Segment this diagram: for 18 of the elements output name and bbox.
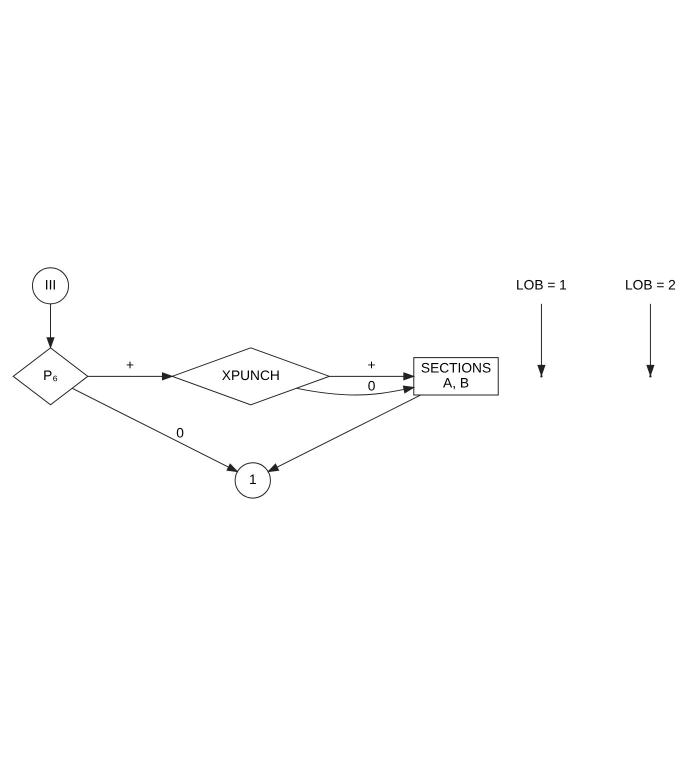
arrow: [266, 394, 422, 472]
edge-label: +: [126, 357, 134, 372]
arrow: [296, 385, 416, 395]
node-text: LOB = 1: [516, 276, 567, 292]
node-text: LOB = 2: [625, 276, 676, 292]
arrow: [329, 372, 416, 380]
node-circle: III: [32, 266, 70, 304]
arrow: [46, 302, 55, 348]
edge-label: 0: [176, 424, 184, 440]
node-diamond: XPUNCH: [170, 346, 331, 405]
arrow: [72, 387, 239, 472]
edge-label: +: [368, 357, 376, 372]
arrow: [646, 302, 655, 376]
arrow: [88, 372, 174, 380]
node-diamond: P₆: [12, 346, 89, 405]
node-box: SECTIONS A, B: [413, 356, 499, 395]
edge-label: 0: [368, 378, 376, 393]
node-circle: 1: [234, 462, 271, 498]
